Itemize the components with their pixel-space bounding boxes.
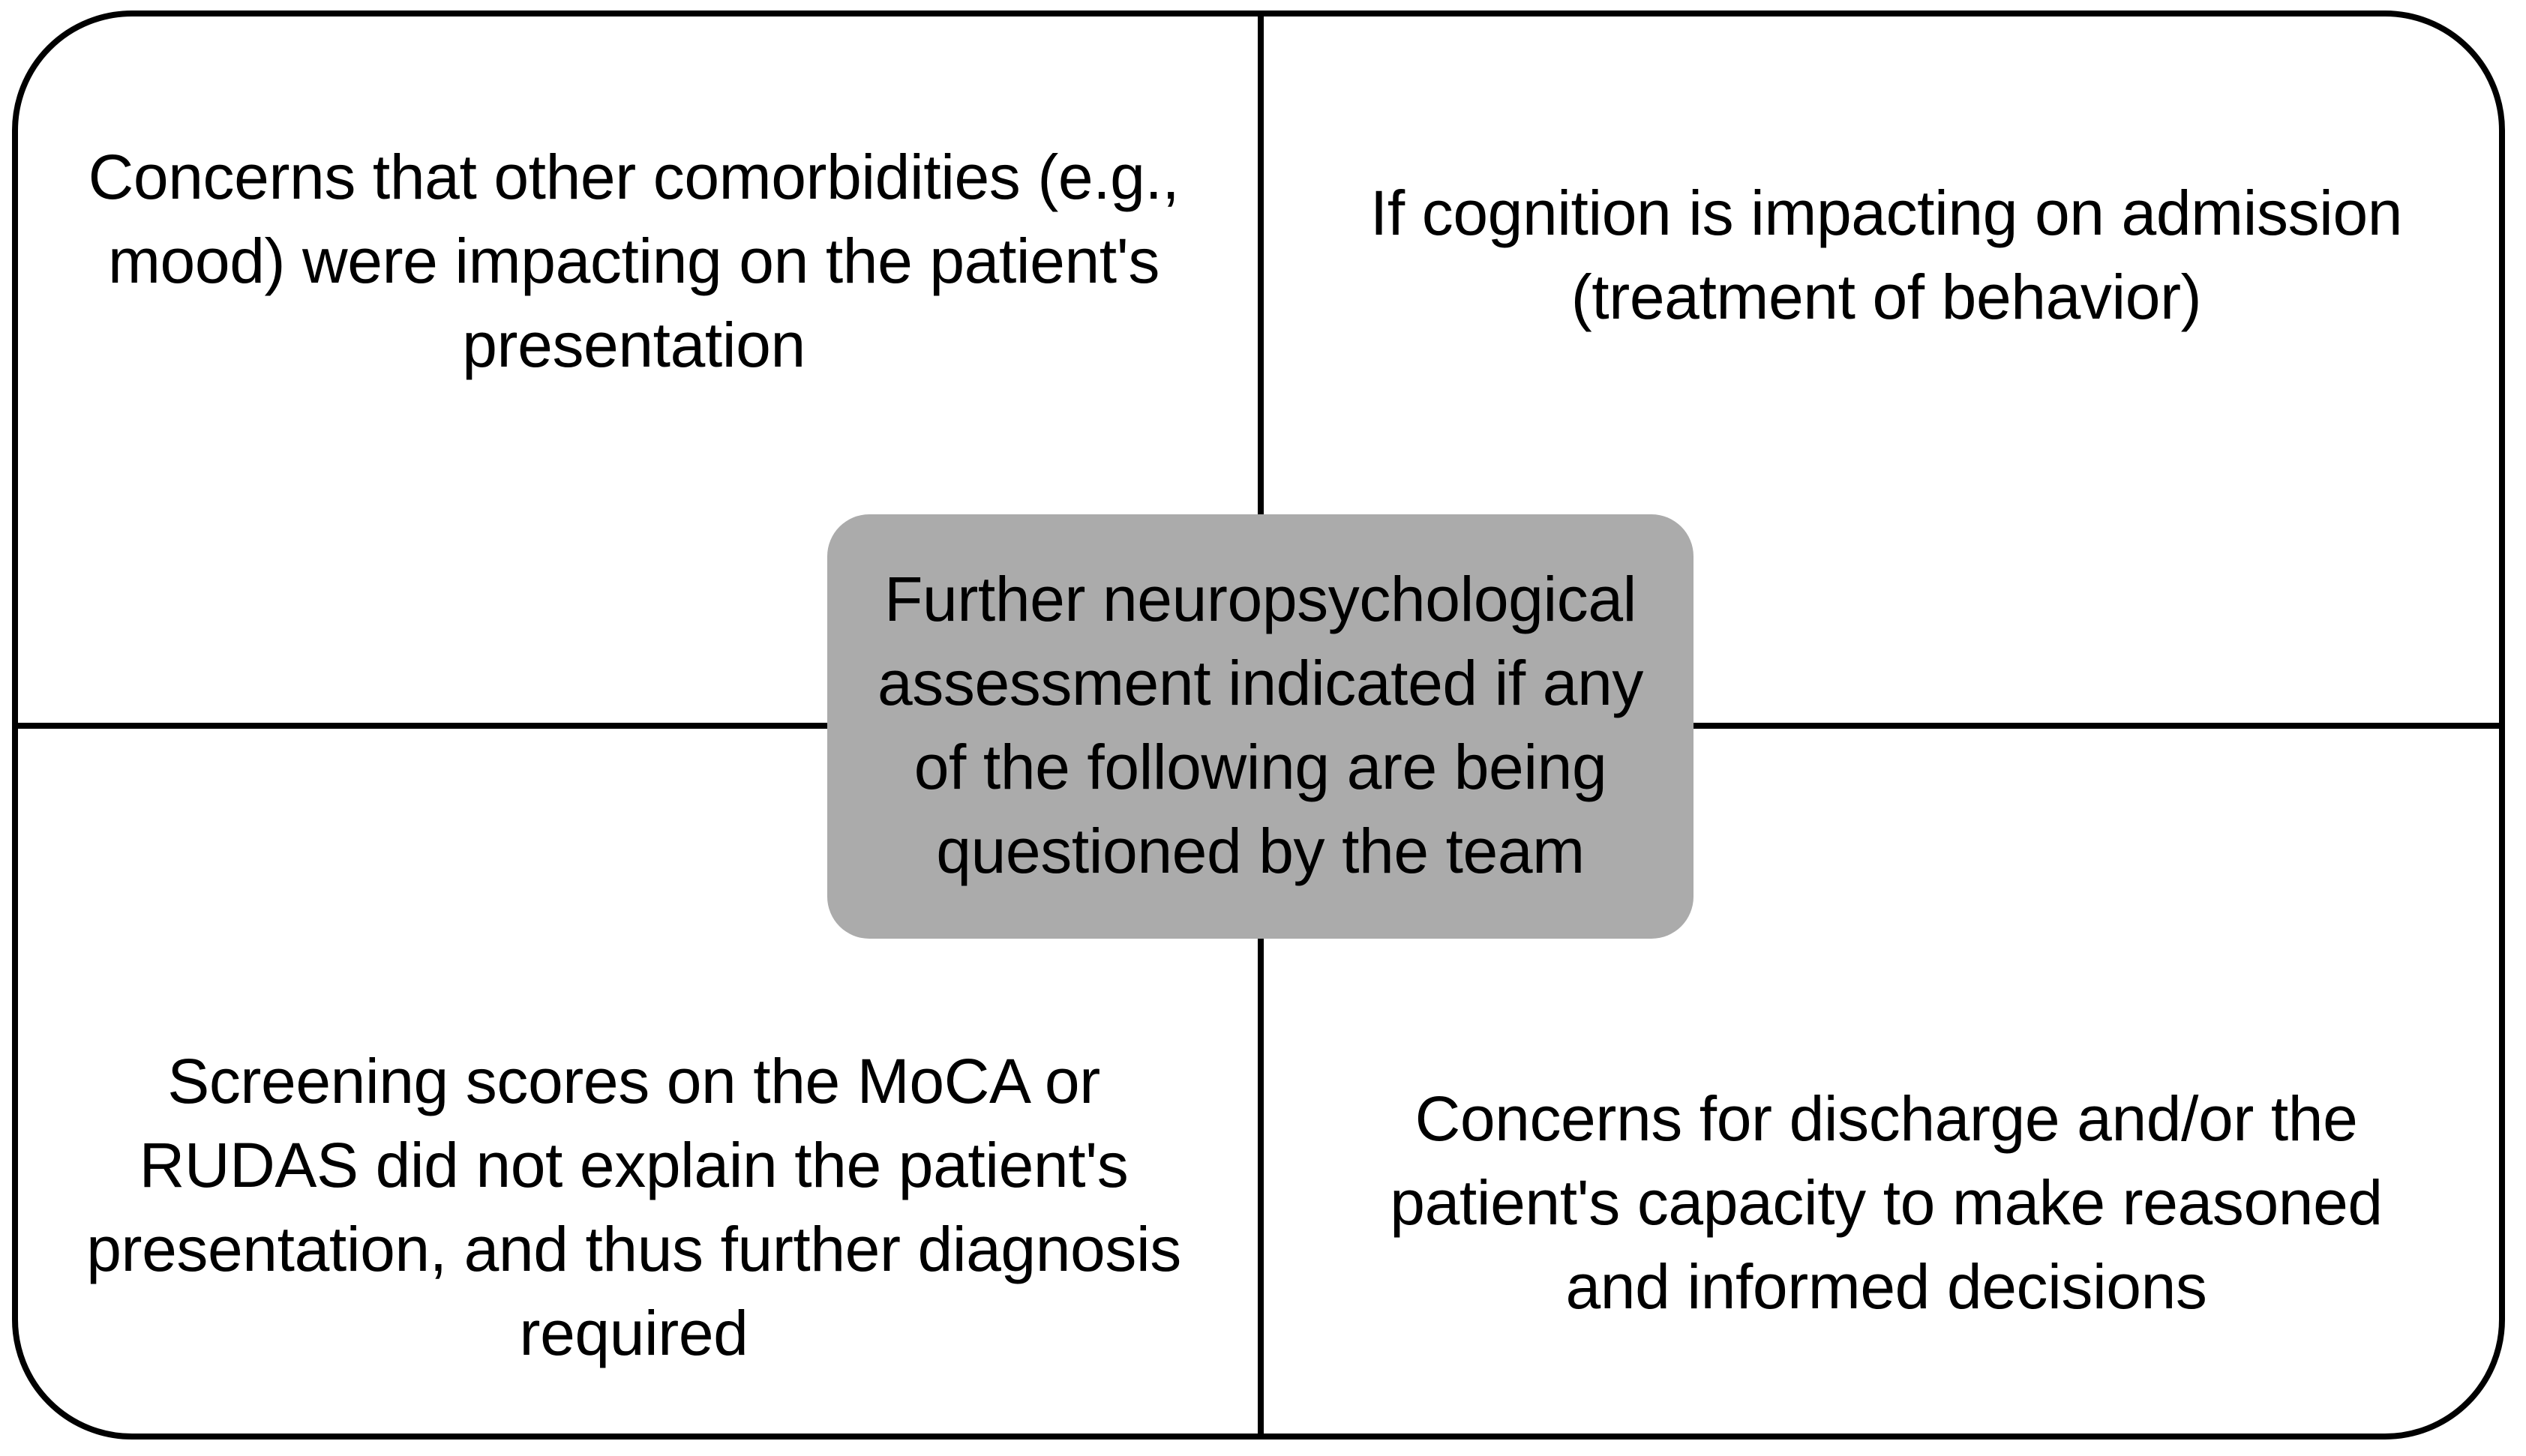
quadrant-bottom-right-label: Concerns for discharge and/or the patien… <box>1390 1083 2383 1323</box>
quadrant-top-left-label: Concerns that other comorbidities (e.g.,… <box>88 142 1180 381</box>
center-hub-box: Further neuropsychological assessment in… <box>827 514 1694 939</box>
quadrant-bottom-left: Screening scores on the MoCA or RUDAS di… <box>22 1039 1245 1376</box>
quadrant-bottom-left-label: Screening scores on the MoCA or RUDAS di… <box>86 1046 1181 1369</box>
quadrant-top-left: Concerns that other comorbidities (e.g.,… <box>22 135 1245 387</box>
quadrant-top-right-label: If cognition is impacting on admission (… <box>1370 178 2403 333</box>
quadrant-bottom-right: Concerns for discharge and/or the patien… <box>1275 1077 2498 1329</box>
center-hub-label: Further neuropsychological assessment in… <box>877 563 1644 887</box>
quadrant-top-right: If cognition is impacting on admission (… <box>1275 171 2498 339</box>
